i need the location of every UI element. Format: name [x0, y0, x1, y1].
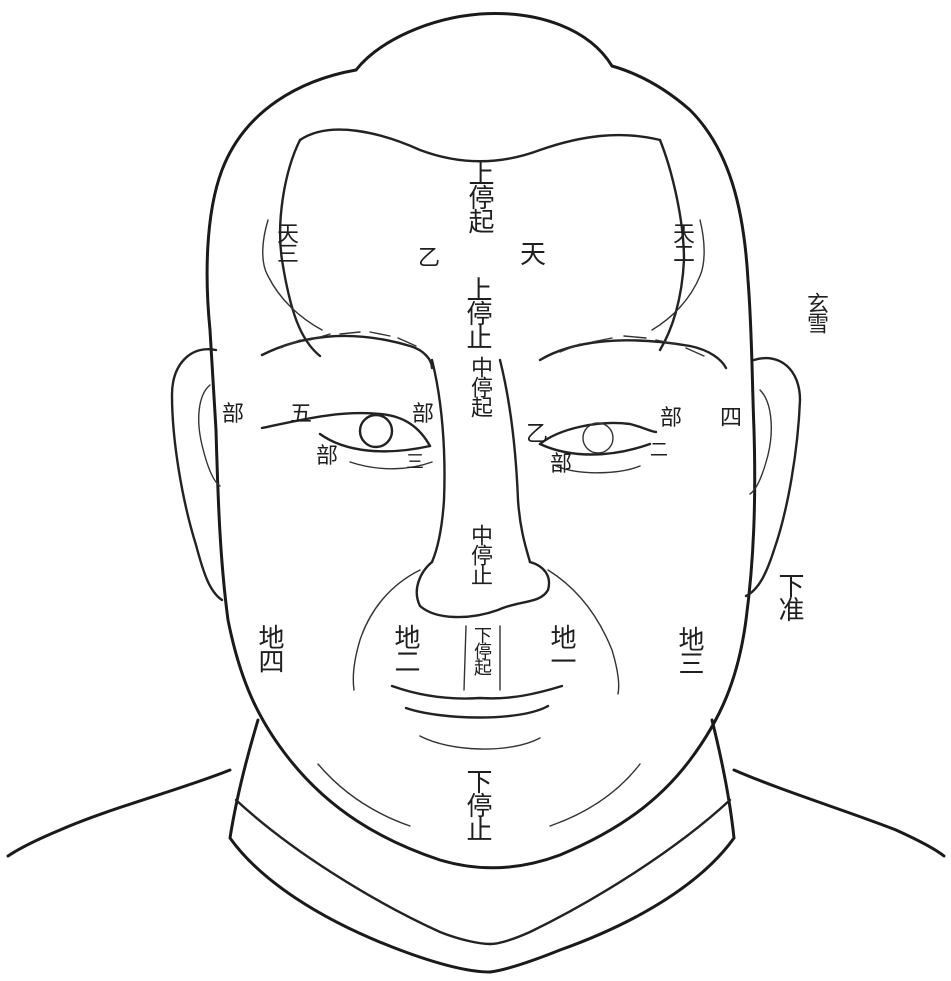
label-tian-two: 天二 — [670, 222, 692, 262]
label-di-three: 地三 — [676, 626, 702, 674]
label-tian-three: 天三 — [274, 222, 296, 262]
right-shoulder — [734, 770, 944, 856]
label-lower-mark: 下准 — [776, 572, 802, 620]
label-wu: 五 — [290, 404, 312, 426]
label-er: 二 — [650, 442, 668, 460]
label-lower-stop-start: 下停起 — [472, 626, 490, 674]
label-upper-stop-end: 上停止 — [464, 276, 490, 348]
collar-inner-right — [490, 800, 730, 944]
label-upper-stop-start: 上停起 — [466, 160, 492, 232]
collar-inner-left — [236, 800, 490, 944]
label-bu-left-outer: 部 — [222, 404, 244, 426]
right-eyebrow-hair — [560, 336, 704, 356]
label-tian: 天 — [520, 242, 546, 268]
nose-left-side — [432, 360, 445, 562]
label-san: 三 — [406, 454, 424, 472]
neck-left — [230, 720, 490, 972]
head-crown — [356, 13, 612, 70]
chin-crease — [420, 736, 540, 749]
label-bu-right: 部 — [660, 408, 682, 430]
label-bu-right-lower: 部 — [550, 454, 572, 476]
label-yi-eye: 乙 — [526, 424, 548, 446]
label-si: 四 — [720, 408, 742, 430]
label-bu-left-inner: 部 — [412, 404, 434, 426]
right-cheek-line — [550, 764, 640, 826]
label-di-two: 地二 — [392, 624, 418, 672]
lower-lip — [406, 706, 548, 718]
right-eye-upper — [540, 423, 656, 444]
label-di-one: 地一 — [548, 624, 574, 672]
right-iris — [583, 423, 613, 453]
left-eyebrow-hair — [280, 332, 416, 348]
hairline — [300, 130, 660, 162]
label-middle-stop-start: 中停起 — [468, 356, 490, 416]
left-shoulder — [8, 770, 230, 856]
left-cheek-line — [318, 764, 410, 826]
upper-lip — [392, 686, 562, 699]
left-eyebrow — [262, 336, 432, 368]
right-eyebrow — [540, 340, 726, 368]
label-bu-left-lower: 部 — [316, 446, 338, 468]
label-ear-mark: 玄雪 — [804, 292, 826, 332]
label-di-four: 地四 — [256, 624, 282, 672]
label-yi-forehead: 乙 — [418, 248, 440, 270]
left-eye-upper — [262, 413, 430, 446]
nose-right-side — [500, 360, 530, 562]
left-iris — [360, 415, 392, 447]
label-lower-stop-end: 下停止 — [464, 768, 490, 840]
label-middle-stop-end: 中停止 — [468, 524, 490, 584]
